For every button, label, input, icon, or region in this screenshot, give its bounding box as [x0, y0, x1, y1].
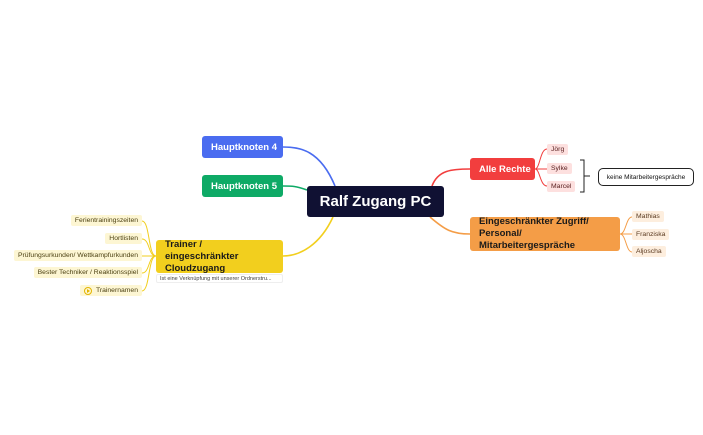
- branch-hauptknoten-5[interactable]: Hauptknoten 5: [202, 175, 283, 197]
- subtopic-ferientrainingszeiten[interactable]: Ferientrainingszeiten: [70, 215, 142, 226]
- subtopic-franziska[interactable]: Franziska: [632, 229, 670, 240]
- branch-hauptknoten-4[interactable]: Hauptknoten 4: [202, 136, 283, 158]
- subtopic-trainernamen-label: Trainernamen: [95, 287, 138, 294]
- branch-trainer[interactable]: Trainer / eingeschränkter Cloudzugang: [156, 239, 283, 274]
- subtopic-sylke[interactable]: Sylke: [547, 163, 572, 174]
- summary-keine-mitarbeitergespraeche[interactable]: keine Mitarbeitergespräche: [598, 168, 694, 186]
- link-note[interactable]: Ist eine Verknüpfung mit unserer Ordners…: [156, 274, 283, 283]
- subtopic-hortlisten[interactable]: Hortlisten: [105, 233, 142, 244]
- subtopic-marcel[interactable]: Marcel: [547, 181, 576, 192]
- subtopic-mathias[interactable]: Mathias: [632, 211, 664, 222]
- branch-eingeschraenkter-zugriff[interactable]: Eingeschränkter Zugriff/ Personal/ Mitar…: [470, 216, 620, 251]
- branch-alle-rechte[interactable]: Alle Rechte: [470, 158, 535, 180]
- subtopic-bester-techniker[interactable]: Bester Techniker / Reaktionsspiel: [33, 267, 142, 278]
- subtopic-aljoscha[interactable]: Aljoscha: [632, 246, 666, 257]
- subtopic-pruefungsurkunden[interactable]: Prüfungsurkunden/ Wettkampfurkunden: [13, 250, 142, 261]
- subtopic-trainernamen[interactable]: Trainernamen: [79, 285, 142, 296]
- subtopic-joerg[interactable]: Jörg: [547, 144, 569, 155]
- play-circle-icon[interactable]: [83, 286, 92, 295]
- central-topic[interactable]: Ralf Zugang PC: [307, 186, 444, 217]
